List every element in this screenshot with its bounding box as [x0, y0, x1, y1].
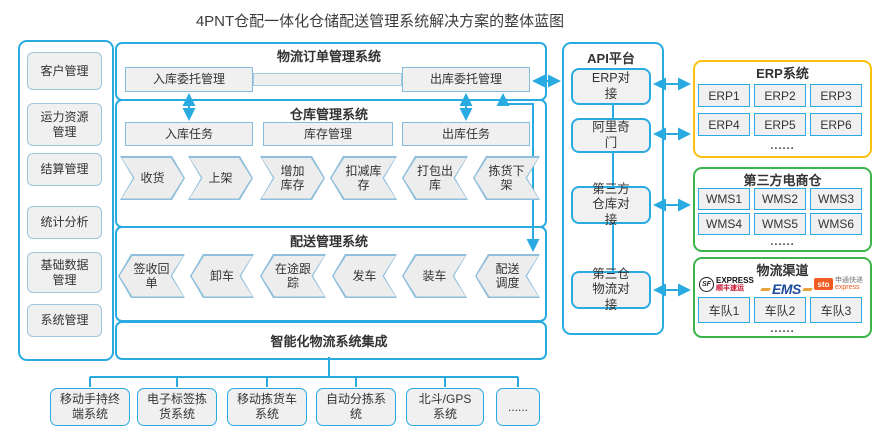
ems-wing-right: [801, 287, 813, 291]
fleet-cell-2: 车队2: [754, 297, 806, 323]
sidebar-item-basic-data: 基础数据管理: [27, 252, 102, 293]
wms-cell-6: WMS6: [810, 213, 862, 235]
wms-cell-2: WMS2: [754, 188, 806, 210]
sidebar-item-system-mgmt: 系统管理: [27, 304, 102, 337]
sidebar-item-capacity-mgmt: 运力资源管理: [27, 103, 102, 146]
ecom-warehouse-title: 第三方电商仓: [743, 173, 822, 188]
oms-connector-bar: [253, 73, 402, 86]
api-platform-title: API平台: [587, 51, 635, 66]
system-mobile-handheld: 移动手持终端系统: [50, 388, 130, 426]
erp-cell-6: ERP6: [810, 113, 862, 136]
sidebar-item-settlement-mgmt: 结算管理: [27, 153, 102, 186]
flow-step-in-transit-tracking: 在途跟踪: [260, 254, 326, 298]
inbound-delegation-box: 入库委托管理: [125, 67, 253, 92]
inbound-task-box: 入库任务: [125, 122, 253, 146]
api-item-3rd-logistics: 第三仓物流对接: [571, 267, 651, 312]
flow-step-dispatch-vehicle: 发车: [332, 254, 397, 298]
sto-chinese-text: 申通快递: [835, 277, 863, 284]
panel-order-mgmt-title: 物流订单管理系统: [276, 49, 381, 64]
api-item-ali-qimen: 阿里奇门: [571, 118, 651, 153]
api-item-erp-integration: ERP对接: [571, 68, 651, 105]
sidebar-item-statistics: 统计分析: [27, 206, 102, 239]
erp-systems-group: [693, 60, 872, 158]
system-pick-to-light: 电子标签拣货系统: [137, 388, 217, 426]
api-item-3rd-warehouse: 第三方仓库对接: [571, 182, 651, 227]
sidebar-item-customer-mgmt: 客户管理: [27, 52, 102, 90]
wms-cell-4: WMS4: [698, 213, 750, 235]
system-more: ......: [496, 388, 540, 426]
system-auto-sorting: 自动分拣系统: [316, 388, 396, 426]
logistics-more-dots: ......: [770, 323, 795, 335]
sto-express-logo: sto 申通快递 express: [814, 277, 863, 292]
system-beidou-gps: 北斗/GPS系统: [406, 388, 484, 426]
ems-logo: EMS: [760, 281, 813, 297]
logistics-channel-title: 物流渠道: [756, 263, 809, 278]
outbound-delegation-box: 出库委托管理: [402, 67, 530, 92]
sf-chinese-text: 顺丰速运: [716, 285, 744, 293]
ems-text: EMS: [772, 281, 801, 297]
wms-cell-5: WMS5: [754, 213, 806, 235]
erp-cell-2: ERP2: [754, 84, 806, 107]
erp-more-dots: ......: [770, 140, 795, 152]
wms-cell-1: WMS1: [698, 188, 750, 210]
wms-cell-3: WMS3: [810, 188, 862, 210]
erp-cell-5: ERP5: [754, 113, 806, 136]
diagram-title: 4PNT仓配一体化仓储配送管理系统解决方案的整体蓝图: [195, 13, 565, 30]
ecom-more-dots: ......: [770, 236, 795, 248]
sto-english-text: express: [835, 284, 860, 292]
sf-circle-icon: SF: [699, 277, 714, 293]
erp-cell-1: ERP1: [698, 84, 750, 107]
panel-delivery-mgmt: [115, 226, 547, 322]
panel-smart-integration-title: 智能化物流系统集成: [270, 334, 388, 349]
erp-systems-title: ERP系统: [756, 66, 809, 81]
fleet-cell-3: 车队3: [810, 297, 862, 323]
sto-badge-icon: sto: [814, 278, 833, 291]
ems-wing-left: [760, 287, 771, 291]
system-mobile-pick-cart: 移动拣货车系统: [227, 388, 307, 426]
sf-express-text: EXPRESS: [716, 276, 754, 285]
outbound-task-box: 出库任务: [402, 122, 530, 146]
sf-express-logo: SF EXPRESS 顺丰速运: [699, 276, 754, 293]
erp-cell-4: ERP4: [698, 113, 750, 136]
inventory-mgmt-box: 库存管理: [263, 122, 393, 146]
panel-delivery-mgmt-title: 配送管理系统: [289, 234, 368, 249]
panel-warehouse-mgmt-title: 仓库管理系统: [289, 107, 368, 122]
fleet-cell-1: 车队1: [698, 297, 750, 323]
erp-cell-3: ERP3: [810, 84, 862, 107]
